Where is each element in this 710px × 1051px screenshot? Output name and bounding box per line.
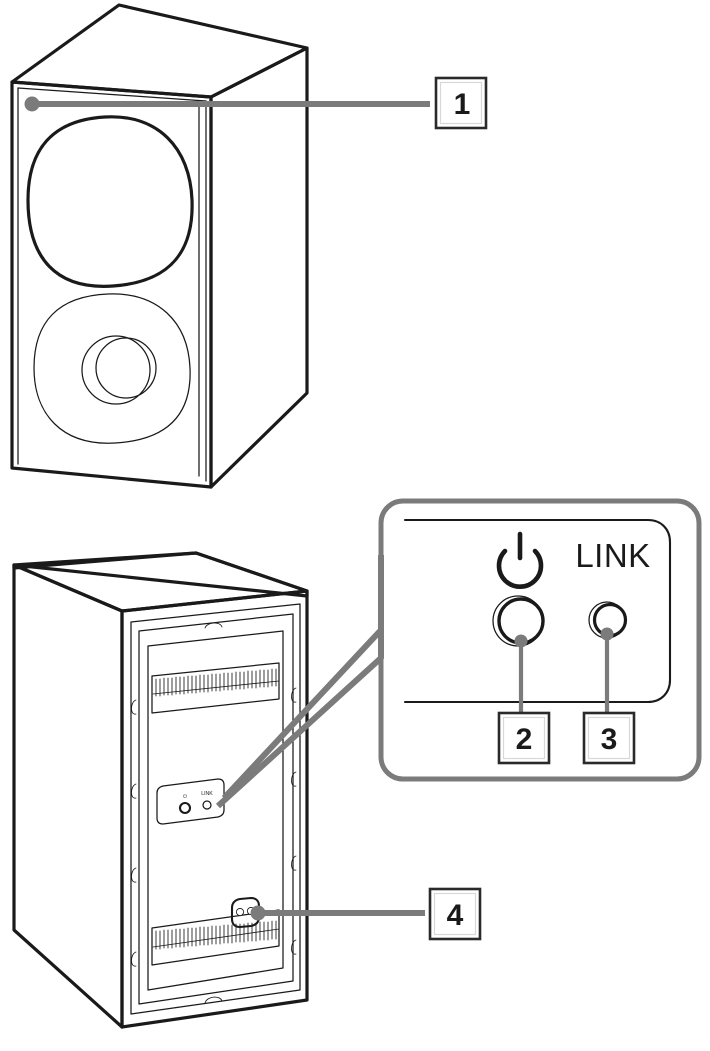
frame-notch-right-4 — [291, 939, 297, 955]
callout-4: 4 — [428, 887, 482, 941]
frame-notch-bottom — [204, 996, 223, 1004]
callout-3: 3 — [582, 711, 636, 765]
top-vent-grille — [151, 662, 280, 714]
frame-notch-left-3 — [131, 867, 137, 883]
mini-power-button[interactable] — [178, 801, 192, 815]
callout-2-box — [497, 711, 551, 765]
frame-notch-right-3 — [291, 855, 297, 871]
rear-control-strip[interactable]: ⏻ LINK — [156, 778, 225, 825]
frame-notch-left-2 — [131, 783, 137, 799]
top-front-seam — [11, 81, 207, 97]
callout-1-box — [434, 76, 488, 130]
tweeter-driver — [26, 115, 194, 288]
leader-dot-4 — [250, 905, 266, 921]
rear-view-speaker: ⏻ LINK — [12, 551, 425, 1029]
rear-frame-inner — [130, 603, 301, 1015]
cabinet-side-face — [209, 46, 309, 489]
callout-3-box — [582, 711, 636, 765]
leader-dot-3 — [600, 627, 614, 641]
link-text-label: LINK — [575, 537, 650, 574]
rear-back-face — [120, 589, 309, 1029]
frame-notch-top — [204, 622, 223, 629]
woofer-dust-cap — [95, 337, 157, 399]
frame-notch-right-2 — [291, 771, 297, 787]
power-standby-icon — [496, 531, 544, 589]
detail-panel-outline — [378, 498, 702, 782]
bottom-vent-midline — [152, 928, 280, 948]
frame-notch-right-1 — [291, 687, 297, 703]
cabinet-top-face — [10, 3, 309, 99]
callout-4-box — [428, 887, 482, 941]
top-vent-midline — [152, 680, 280, 695]
frame-notch-left-1 — [131, 699, 137, 715]
callout-2-inner-box — [502, 716, 546, 760]
leader-dot-1 — [24, 96, 40, 112]
woofer-driver — [33, 293, 191, 444]
frame-notch-left-4 — [131, 951, 137, 967]
power-icon-arc — [496, 548, 544, 589]
callout-3-number: 3 — [601, 723, 618, 756]
rear-side-face — [12, 563, 124, 1029]
rear-inner-plate — [147, 630, 284, 991]
control-panel-magnified-view: LINK — [378, 498, 702, 782]
callout-3-inner-box — [587, 716, 631, 760]
bottom-vent-frame — [151, 909, 280, 966]
mini-power-icon-label: ⏻ — [183, 794, 187, 800]
detail-inner-panel — [403, 518, 672, 704]
mini-link-label: LINK — [201, 791, 213, 797]
mini-link-button[interactable] — [202, 800, 212, 810]
woofer-cone-ring — [81, 335, 151, 405]
ac-socket-pin-left — [235, 907, 245, 917]
callout-2-number: 2 — [516, 723, 533, 756]
callout-1-number: 1 — [454, 88, 471, 121]
baffle-edge-top — [17, 87, 207, 102]
control-strip-body — [156, 778, 225, 825]
top-vent-frame — [151, 662, 280, 714]
callout-4-inner-box — [433, 892, 477, 936]
callout-4-number: 4 — [447, 899, 464, 932]
callout-2: 2 — [497, 711, 551, 765]
rear-frame-inner2 — [138, 613, 294, 1005]
callout-1: 1 — [434, 76, 488, 130]
front-view-speaker — [10, 3, 430, 489]
bottom-vent-grille — [151, 909, 280, 966]
callout-1-inner-box — [439, 81, 483, 125]
leader-dot-2 — [514, 634, 528, 648]
